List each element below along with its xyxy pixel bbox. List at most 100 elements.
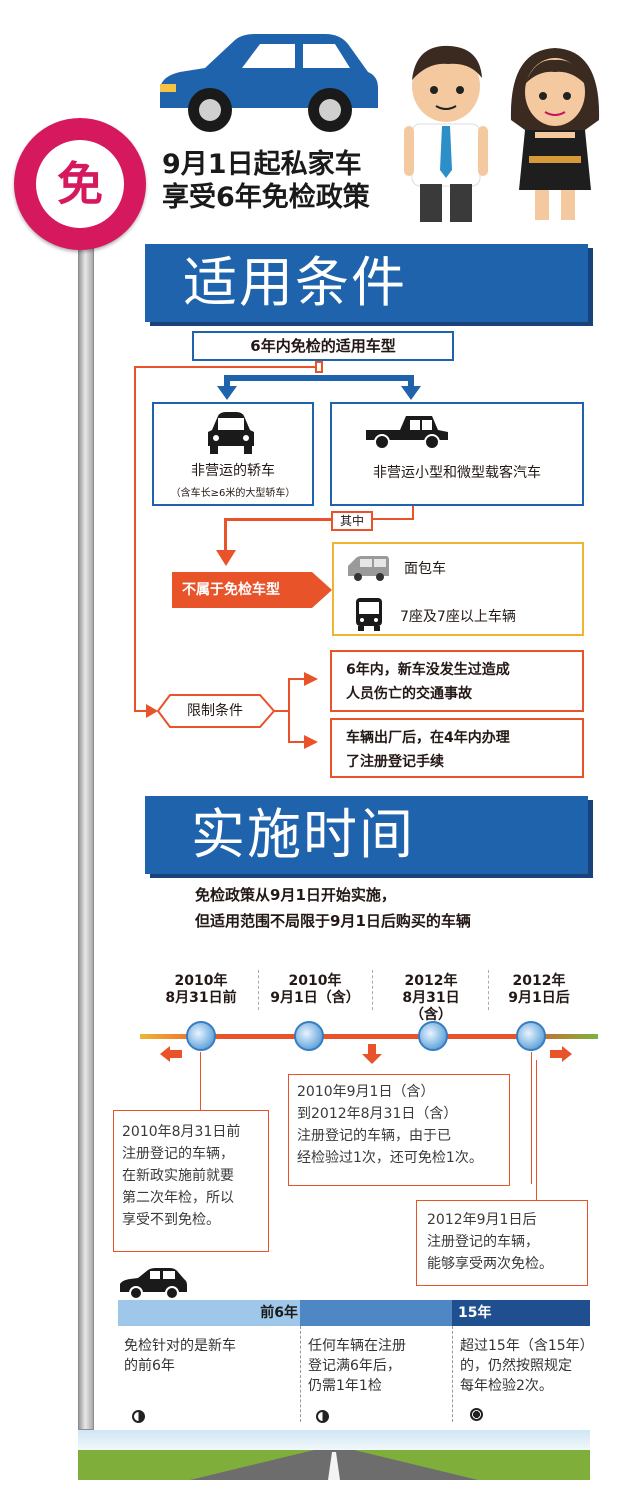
column-first-6: 免检针对的是新车 的前6年 bbox=[124, 1336, 294, 1376]
timeline-line bbox=[140, 1034, 598, 1039]
timeline-year: 2012年 bbox=[512, 973, 566, 989]
col-line: 每年检验2次。 bbox=[460, 1378, 553, 1394]
note-line: 享受不到免检。 bbox=[122, 1212, 220, 1228]
timeline-year: 2012年 bbox=[404, 973, 458, 989]
pickup-truck-icon bbox=[366, 416, 448, 450]
bar-15-label: 15年 bbox=[458, 1305, 492, 1321]
col-line: 的，仍然按照规定 bbox=[460, 1358, 572, 1374]
banner-title: 适用条件 bbox=[183, 251, 407, 314]
connector-line bbox=[134, 366, 136, 712]
timing-subtitle-line1: 免检政策从9月1日开始实施， bbox=[195, 886, 396, 904]
timeline-date: 8月31日（含） bbox=[402, 990, 460, 1023]
road-scene-illustration bbox=[78, 1430, 590, 1480]
connector-line bbox=[531, 1052, 532, 1184]
column-divider bbox=[300, 1326, 301, 1422]
sign-inner bbox=[36, 140, 124, 228]
sedan-note: （含车长≥6米的大型轿车） bbox=[170, 488, 296, 499]
sedan-box: 非营运的轿车 （含车长≥6米的大型轿车） bbox=[152, 402, 314, 506]
arrow-down-icon bbox=[362, 1044, 382, 1064]
clock-icon bbox=[294, 1021, 324, 1051]
note-after-2012: 2012年9月1日后 注册登记的车辆， 能够享受两次免检。 bbox=[416, 1200, 588, 1286]
column-after-6: 任何车辆在注册 登记满6年后， 仍需1年1检 bbox=[308, 1336, 448, 1396]
arrow-right-icon bbox=[304, 735, 318, 749]
note-line: 到2012年8月31日（含） bbox=[297, 1106, 458, 1122]
connector-line bbox=[134, 710, 152, 712]
arrow-right-icon bbox=[146, 704, 158, 718]
arrow-down-icon bbox=[401, 386, 421, 400]
filled-circle-icon bbox=[470, 1408, 483, 1421]
restriction-accident-line2: 人员伤亡的交通事故 bbox=[346, 686, 472, 702]
sedan-front-icon bbox=[208, 412, 254, 454]
man-illustration-icon bbox=[404, 45, 488, 222]
excluded-item-minivan: 面包车 bbox=[404, 561, 446, 577]
bus-icon bbox=[356, 598, 382, 631]
bar-6-to-15-years bbox=[300, 1300, 452, 1326]
title-line-1: 9月1日起私家车 bbox=[162, 149, 362, 180]
types-title-box: 6年内免检的适用车型 bbox=[192, 331, 454, 361]
section-banner-timing: 实施时间 bbox=[145, 796, 588, 874]
restriction-registration-line1: 车辆出厂后，在4年内办理 bbox=[346, 730, 510, 746]
note-line: 在新政实施前就要 bbox=[122, 1168, 234, 1184]
timeline-divider bbox=[488, 970, 489, 1010]
connector-node bbox=[315, 361, 323, 373]
excluded-item-bus: 7座及7座以上车辆 bbox=[400, 609, 516, 625]
note-line: 注册登记的车辆， bbox=[427, 1234, 539, 1250]
passenger-vehicle-box: 非营运小型和微型载客汽车 bbox=[330, 402, 584, 506]
arrow-left-icon bbox=[160, 1046, 182, 1062]
restriction-accident: 6年内，新车没发生过造成 人员伤亡的交通事故 bbox=[330, 650, 584, 712]
timeline-year: 2010年 bbox=[174, 973, 228, 989]
minivan-icon bbox=[348, 556, 389, 581]
note-line: 第二次年检，所以 bbox=[122, 1190, 234, 1206]
woman-illustration-icon bbox=[510, 48, 600, 220]
excluded-label: 不属于免检车型 bbox=[182, 582, 280, 598]
section-banner-conditions: 适用条件 bbox=[145, 244, 588, 322]
excluded-label-shape bbox=[172, 572, 332, 608]
timeline-divider bbox=[372, 970, 373, 1010]
connector-line bbox=[134, 366, 316, 368]
bar-first-6-years: 前6年 bbox=[118, 1300, 300, 1326]
connector-line bbox=[224, 518, 332, 521]
connector-line bbox=[536, 1060, 537, 1200]
banner-title: 实施时间 bbox=[191, 803, 415, 866]
connector-line bbox=[412, 506, 414, 520]
note-line: 2010年9月1日（含） bbox=[297, 1084, 435, 1100]
timeline-year: 2010年 bbox=[288, 973, 342, 989]
column-after-15: 超过15年（含15年） 的，仍然按照规定 每年检验2次。 bbox=[460, 1336, 594, 1396]
connector-line bbox=[372, 518, 414, 520]
col-line: 登记满6年后， bbox=[308, 1358, 401, 1374]
arrow-down-icon bbox=[217, 386, 237, 400]
passenger-vehicle-label: 非营运小型和微型载客汽车 bbox=[373, 465, 541, 481]
half-circle-icon bbox=[132, 1410, 145, 1423]
timeline-label-4: 2012年 9月1日后 bbox=[494, 973, 584, 1007]
column-divider bbox=[452, 1326, 453, 1422]
restrict-label-shape bbox=[156, 694, 276, 728]
title-line-2: 享受6年免检政策 bbox=[162, 182, 370, 213]
timing-subtitle: 免检政策从9月1日开始实施， 但适用范围不局限于9月1日后购买的车辆 bbox=[195, 882, 471, 934]
connector-line bbox=[288, 741, 308, 743]
note-line: 2010年8月31日前 bbox=[122, 1124, 241, 1140]
note-line: 能够享受两次免检。 bbox=[427, 1256, 553, 1272]
note-line: 2012年9月1日后 bbox=[427, 1212, 537, 1228]
col-line: 仍需1年1检 bbox=[308, 1378, 382, 1394]
connector-line bbox=[224, 518, 227, 554]
restriction-registration: 车辆出厂后，在4年内办理 了注册登记手续 bbox=[330, 718, 584, 778]
timeline-divider bbox=[258, 970, 259, 1010]
connector-line bbox=[200, 1052, 201, 1110]
note-line: 注册登记的车辆， bbox=[122, 1146, 234, 1162]
sign-pole bbox=[78, 240, 94, 1430]
timeline-date: 8月31日前 bbox=[165, 990, 237, 1006]
col-line: 的前6年 bbox=[124, 1358, 175, 1374]
small-car-icon bbox=[120, 1268, 187, 1300]
note-middle-period: 2010年9月1日（含） 到2012年8月31日（含） 注册登记的车辆，由于已 … bbox=[288, 1074, 510, 1186]
excluded-vehicles-box: 面包车 7座及7座以上车辆 bbox=[332, 542, 584, 636]
split-line bbox=[224, 375, 414, 381]
split-line bbox=[224, 375, 230, 389]
restriction-registration-line2: 了注册登记手续 bbox=[346, 754, 444, 770]
note-line: 经检验过1次，还可免检1次。 bbox=[297, 1150, 483, 1166]
timeline-label-2: 2010年 9月1日（含） bbox=[270, 973, 360, 1007]
of-which-tag: 其中 bbox=[331, 511, 373, 531]
bar-first6-label: 前6年 bbox=[260, 1305, 298, 1321]
timeline-label-1: 2010年 8月31日前 bbox=[156, 973, 246, 1007]
sedan-label: 非营运的轿车 bbox=[191, 463, 275, 479]
connector-line bbox=[288, 678, 308, 680]
